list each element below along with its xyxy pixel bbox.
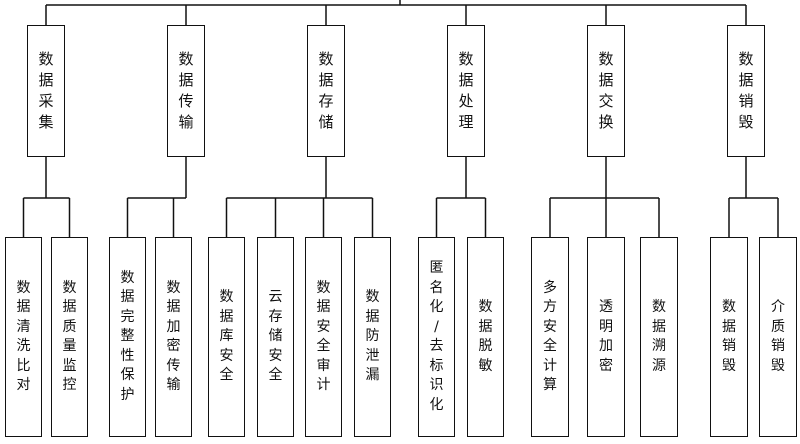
subcategory-node-2-3: 数据防泄漏 [354, 237, 391, 437]
category-node-2: 数据存储 [307, 25, 345, 157]
subcategory-node-4-2: 数据溯源 [640, 237, 678, 437]
subcategory-node-2-1: 云存储安全 [257, 237, 294, 437]
category-node-1: 数据传输 [167, 25, 205, 157]
category-node-3: 数据处理 [447, 25, 485, 157]
subcategory-node-3-1: 数据脱敏 [467, 237, 504, 437]
subcategory-node-0-0: 数据清洗比对 [5, 237, 42, 437]
subcategory-node-4-1: 透明加密 [587, 237, 625, 437]
subcategory-node-1-0: 数据完整性保护 [109, 237, 146, 437]
subcategory-node-2-2: 数据安全审计 [305, 237, 342, 437]
subcategory-node-0-1: 数据质量监控 [51, 237, 88, 437]
subcategory-node-5-1: 介质销毁 [759, 237, 797, 437]
subcategory-node-4-0: 多方安全计算 [531, 237, 569, 437]
category-node-0: 数据采集 [27, 25, 65, 157]
subcategory-node-2-0: 数据库安全 [208, 237, 245, 437]
subcategory-node-5-0: 数据销毁 [710, 237, 748, 437]
subcategory-node-3-0: 匿名化/去标识化 [418, 237, 455, 437]
category-node-5: 数据销毁 [727, 25, 765, 157]
subcategory-node-1-1: 数据加密传输 [155, 237, 192, 437]
category-node-4: 数据交换 [587, 25, 625, 157]
